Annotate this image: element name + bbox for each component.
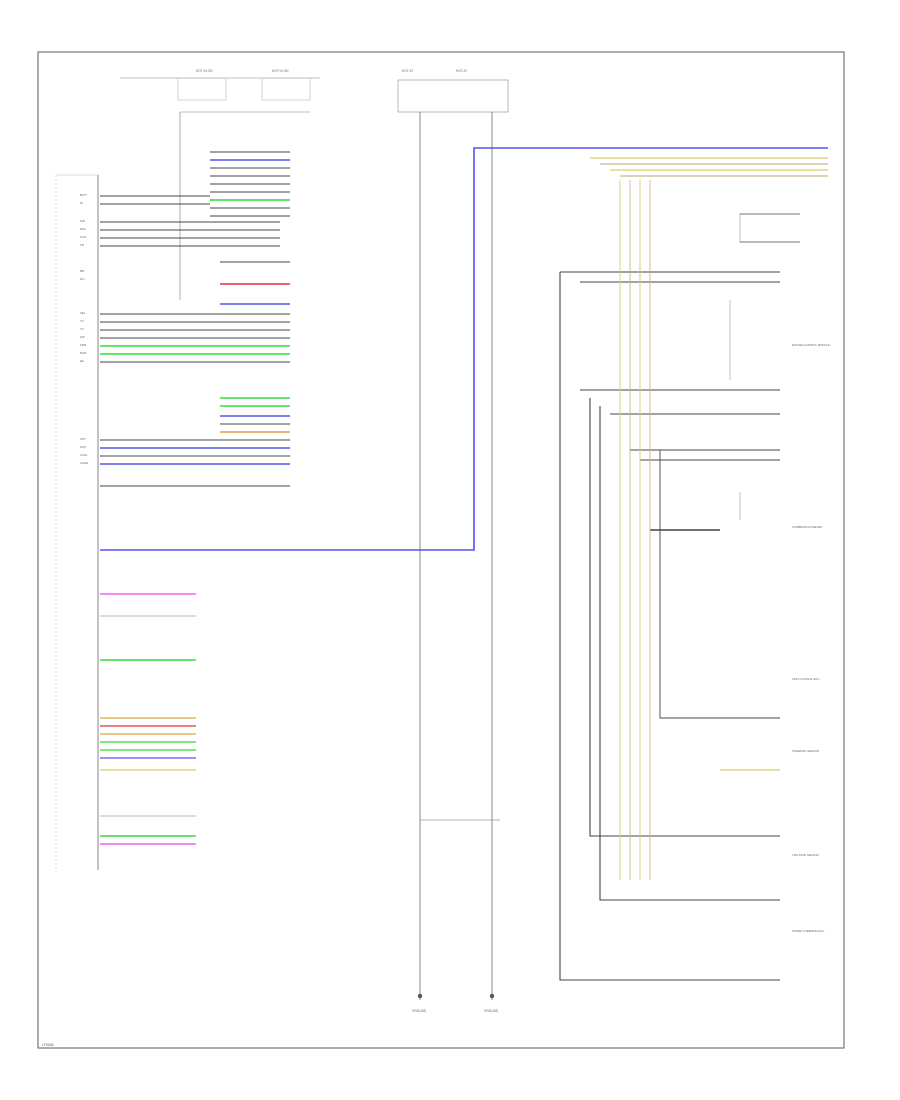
right-wire-harness bbox=[559, 157, 828, 981]
can-bus-wire bbox=[100, 147, 828, 551]
left-pin-label: CLM bbox=[80, 235, 87, 239]
right-module-label: YAW RATE SENSOR bbox=[792, 853, 819, 857]
left-pin-label: EE bbox=[80, 359, 84, 363]
ground-section: GROUND GROUND bbox=[412, 819, 500, 1013]
footer-code: LF0046 bbox=[42, 1043, 54, 1047]
right-module-label: STEERING SENSOR bbox=[792, 749, 819, 753]
lower-wire-bundle bbox=[100, 593, 196, 845]
left-pin-label: TC bbox=[80, 327, 84, 331]
top-label-1: HOT IN ON bbox=[196, 69, 213, 73]
left-pin-label: FRM bbox=[80, 343, 87, 347]
left-pin-label: CANL bbox=[80, 453, 88, 457]
left-pin-label: BB bbox=[80, 269, 84, 273]
left-ecu-connector bbox=[55, 174, 99, 870]
left-pin-label: IGB bbox=[80, 219, 85, 223]
left-pin-label: TC bbox=[80, 319, 84, 323]
left-pin-label: CANH bbox=[80, 461, 88, 465]
top-label-2: HOT IN ON bbox=[272, 69, 289, 73]
left-pin-labels: BATT IG IGB ESS CLM TB BB LIN SEL TC TC LPF FRM MAR EE… bbox=[80, 193, 88, 465]
ground-label-1: GROUND bbox=[412, 1009, 427, 1013]
left-pin-label: LIN bbox=[80, 277, 84, 281]
middle-wire-bundle bbox=[100, 303, 290, 487]
top-power-section: HOT IN ON HOT IN ON HOT AT HOT AT bbox=[120, 69, 509, 1000]
left-pin-label: STP bbox=[80, 437, 86, 441]
right-module-label: POWER STEERING ECU bbox=[792, 929, 824, 933]
left-pin-label: BATT bbox=[80, 193, 87, 197]
right-module-label: SKID CONTROL ECU bbox=[792, 677, 820, 681]
left-pin-label: IG bbox=[80, 201, 83, 205]
top-label-4: HOT AT bbox=[456, 69, 467, 73]
left-pin-label: SEL bbox=[80, 311, 86, 315]
right-module-label: ENGINE CONTROL MODULE bbox=[792, 343, 830, 347]
top-label-3: HOT AT bbox=[402, 69, 413, 73]
diagram-frame bbox=[37, 51, 845, 1049]
left-pin-label: STR bbox=[80, 445, 86, 449]
ground-label-2: GROUND bbox=[484, 1009, 499, 1013]
left-pin-label: LPF bbox=[80, 335, 85, 339]
left-pin-label: MAR bbox=[80, 351, 86, 355]
right-module-labels: ENGINE CONTROL MODULE COMBINATION METER SK… bbox=[792, 343, 830, 933]
left-pin-label: TB bbox=[80, 243, 84, 247]
upper-wire-bundle bbox=[100, 151, 290, 285]
right-module-label: COMBINATION METER bbox=[792, 525, 822, 529]
left-pin-label: ESS bbox=[80, 227, 86, 231]
